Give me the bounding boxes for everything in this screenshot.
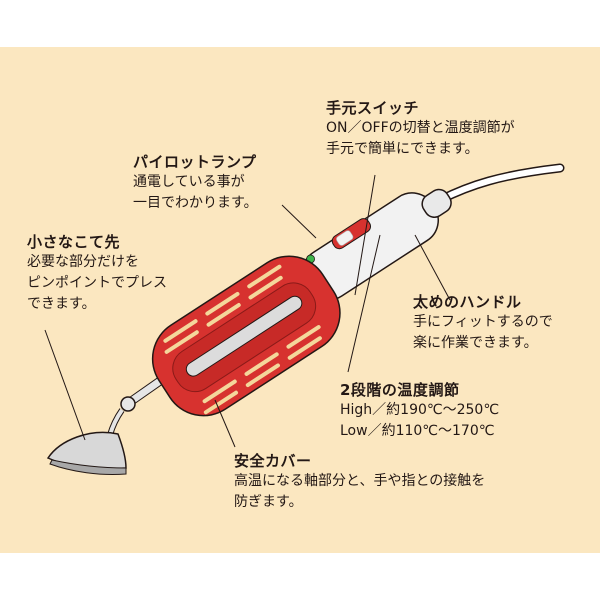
callout-title: 安全カバー bbox=[234, 452, 312, 470]
safety-cover bbox=[151, 255, 341, 417]
callout-title: 手元スイッチ bbox=[326, 99, 420, 117]
callout-title: 太めのハンドル bbox=[413, 293, 522, 311]
callout-safety-cover: 安全カバー 高温になる軸部分と、手や指との接触を 防ぎます。 bbox=[234, 451, 485, 513]
callout-title: パイロットランプ bbox=[133, 153, 257, 171]
callout-thick-handle: 太めのハンドル 手にフィットするので 楽に作業できます。 bbox=[413, 292, 553, 354]
callout-line: ON／OFFの切替と温度調節が bbox=[326, 120, 515, 136]
callout-pilot-lamp: パイロットランプ 通電している事が 一目でわかります。 bbox=[133, 152, 258, 214]
callout-line: 防ぎます。 bbox=[234, 494, 303, 510]
callout-line: できます。 bbox=[27, 296, 96, 312]
callout-line: Low／約110℃～170℃ bbox=[340, 423, 495, 439]
callout-title: 2段階の温度調節 bbox=[340, 381, 460, 399]
handle bbox=[301, 188, 452, 301]
callout-small-tip: 小さなこて先 必要な部分だけを ピンポイントでプレス できます。 bbox=[27, 232, 167, 315]
callout-line: 必要な部分だけを bbox=[27, 254, 139, 270]
callout-line: 一目でわかります。 bbox=[133, 195, 258, 211]
callout-line: ピンポイントでプレス bbox=[27, 275, 167, 291]
callout-hand-switch: 手元スイッチ ON／OFFの切替と温度調節が 手元で簡単にできます。 bbox=[326, 98, 515, 160]
callout-line: 通電している事が bbox=[133, 174, 245, 190]
callout-two-stage-temp: 2段階の温度調節 High／約190℃～250℃ Low／約110℃～170℃ bbox=[340, 380, 499, 442]
callout-line: 高温になる軸部分と、手や指との接触を bbox=[234, 473, 486, 489]
callout-title: 小さなこて先 bbox=[27, 233, 121, 251]
callout-line: High／約190℃～250℃ bbox=[340, 402, 500, 418]
callout-line: 手元で簡単にできます。 bbox=[326, 141, 479, 157]
callout-line: 手にフィットするので bbox=[413, 314, 553, 330]
callout-line: 楽に作業できます。 bbox=[413, 335, 538, 351]
